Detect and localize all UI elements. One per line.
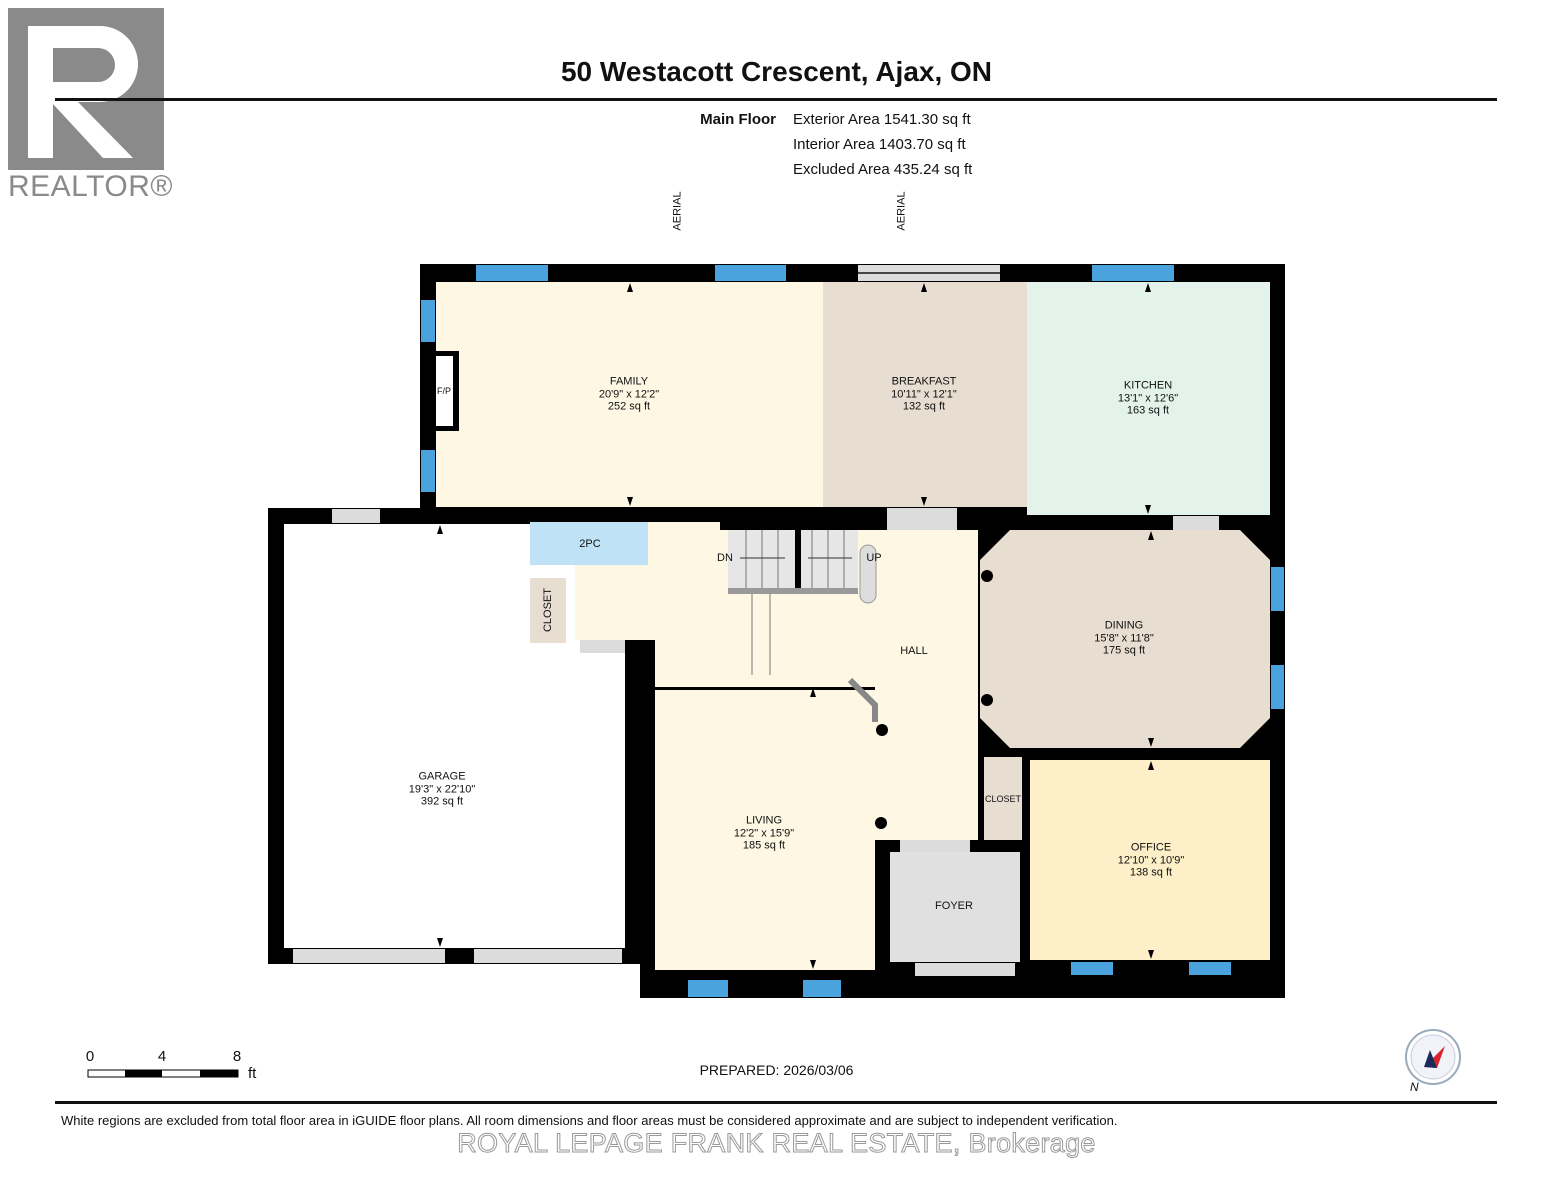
room-living: [655, 690, 875, 970]
room-garage: [284, 524, 625, 948]
room-label-hall: HALL: [900, 644, 928, 657]
prepared-date: PREPARED: 2026/03/06: [699, 1062, 854, 1078]
windows: [421, 265, 1284, 997]
room-area: 138 sq ft: [1129, 866, 1173, 879]
header-divider: [55, 98, 1497, 101]
room-foyer: [890, 852, 1020, 962]
room-bath: [530, 522, 648, 565]
stairs: [728, 530, 877, 675]
room-dims: 10'11" x 12'1": [891, 387, 957, 400]
room-closet-left: [530, 578, 566, 643]
garage-door: [293, 949, 445, 963]
fireplace-label: F/P: [436, 384, 452, 398]
room-area: 163 sq ft: [1126, 404, 1170, 417]
room-area: 252 sq ft: [607, 400, 651, 413]
scale-unit: ft: [248, 1065, 257, 1082]
room-area: 392 sq ft: [420, 795, 464, 808]
room-dims: 20'9" x 12'2": [598, 387, 660, 400]
room-dims: 15'8" x 11'8": [1094, 631, 1154, 644]
stairs-down-label: DN: [717, 551, 733, 564]
compass-icon: [1405, 1029, 1461, 1085]
room-name: LIVING: [745, 814, 783, 827]
room-area: 132 sq ft: [902, 400, 946, 413]
room-name: GARAGE: [418, 770, 466, 783]
page-title: 50 Westacott Crescent, Ajax, ON: [560, 56, 993, 87]
room-office: [1030, 760, 1270, 960]
room-name: KITCHEN: [1123, 379, 1173, 392]
scale-tick: 8: [232, 1048, 242, 1065]
room-name: FAMILY: [609, 375, 649, 388]
compass-label: N: [1410, 1080, 1419, 1094]
room-dims: 13'1" x 12'6": [1117, 391, 1179, 404]
scale-tick: 0: [85, 1048, 95, 1065]
room-name: OFFICE: [1130, 841, 1172, 854]
realtor-logo: [8, 8, 164, 170]
room-dims: 12'10" x 10'9": [1117, 853, 1185, 866]
room-family: [436, 282, 823, 507]
room-hall: [575, 522, 978, 840]
floor-label: Main Floor: [700, 111, 776, 128]
room-dims: 12'2" x 15'9": [733, 826, 795, 839]
realtor-logo-text: REALTOR®: [8, 170, 174, 203]
room-area: 185 sq ft: [742, 839, 786, 852]
room-kitchen: [1027, 282, 1270, 515]
excluded-area: Excluded Area 435.24 sq ft: [793, 161, 973, 178]
room-name: BREAKFAST: [891, 375, 957, 388]
dimension-markers: [437, 283, 1154, 969]
room-dims: 19'3" x 22'10": [408, 782, 476, 795]
disclaimer: White regions are excluded from total fl…: [61, 1113, 1118, 1128]
scale-tick: 4: [157, 1048, 167, 1065]
room-breakfast: [823, 282, 1027, 507]
room-label-closet-right: CLOSET: [984, 793, 1022, 804]
room-label-bath: 2PC: [579, 537, 601, 550]
stairs-up-label: UP: [866, 551, 882, 564]
brokerage-watermark: ROYAL LEPAGE FRANK REAL ESTATE, Brokerag…: [457, 1128, 1096, 1159]
room-label-foyer: FOYER: [935, 899, 973, 912]
room-dining: [980, 530, 1270, 748]
interior-area: Interior Area 1403.70 sq ft: [793, 136, 966, 153]
room-name: DINING: [1104, 619, 1144, 632]
room-closet-right: [984, 757, 1022, 840]
exterior-area: Exterior Area 1541.30 sq ft: [793, 111, 971, 128]
scale-bar: [87, 1069, 239, 1078]
columns: [875, 570, 993, 829]
footer-divider: [55, 1101, 1497, 1104]
room-area: 175 sq ft: [1102, 644, 1146, 657]
room-label-closet-left: CLOSET: [541, 587, 554, 633]
